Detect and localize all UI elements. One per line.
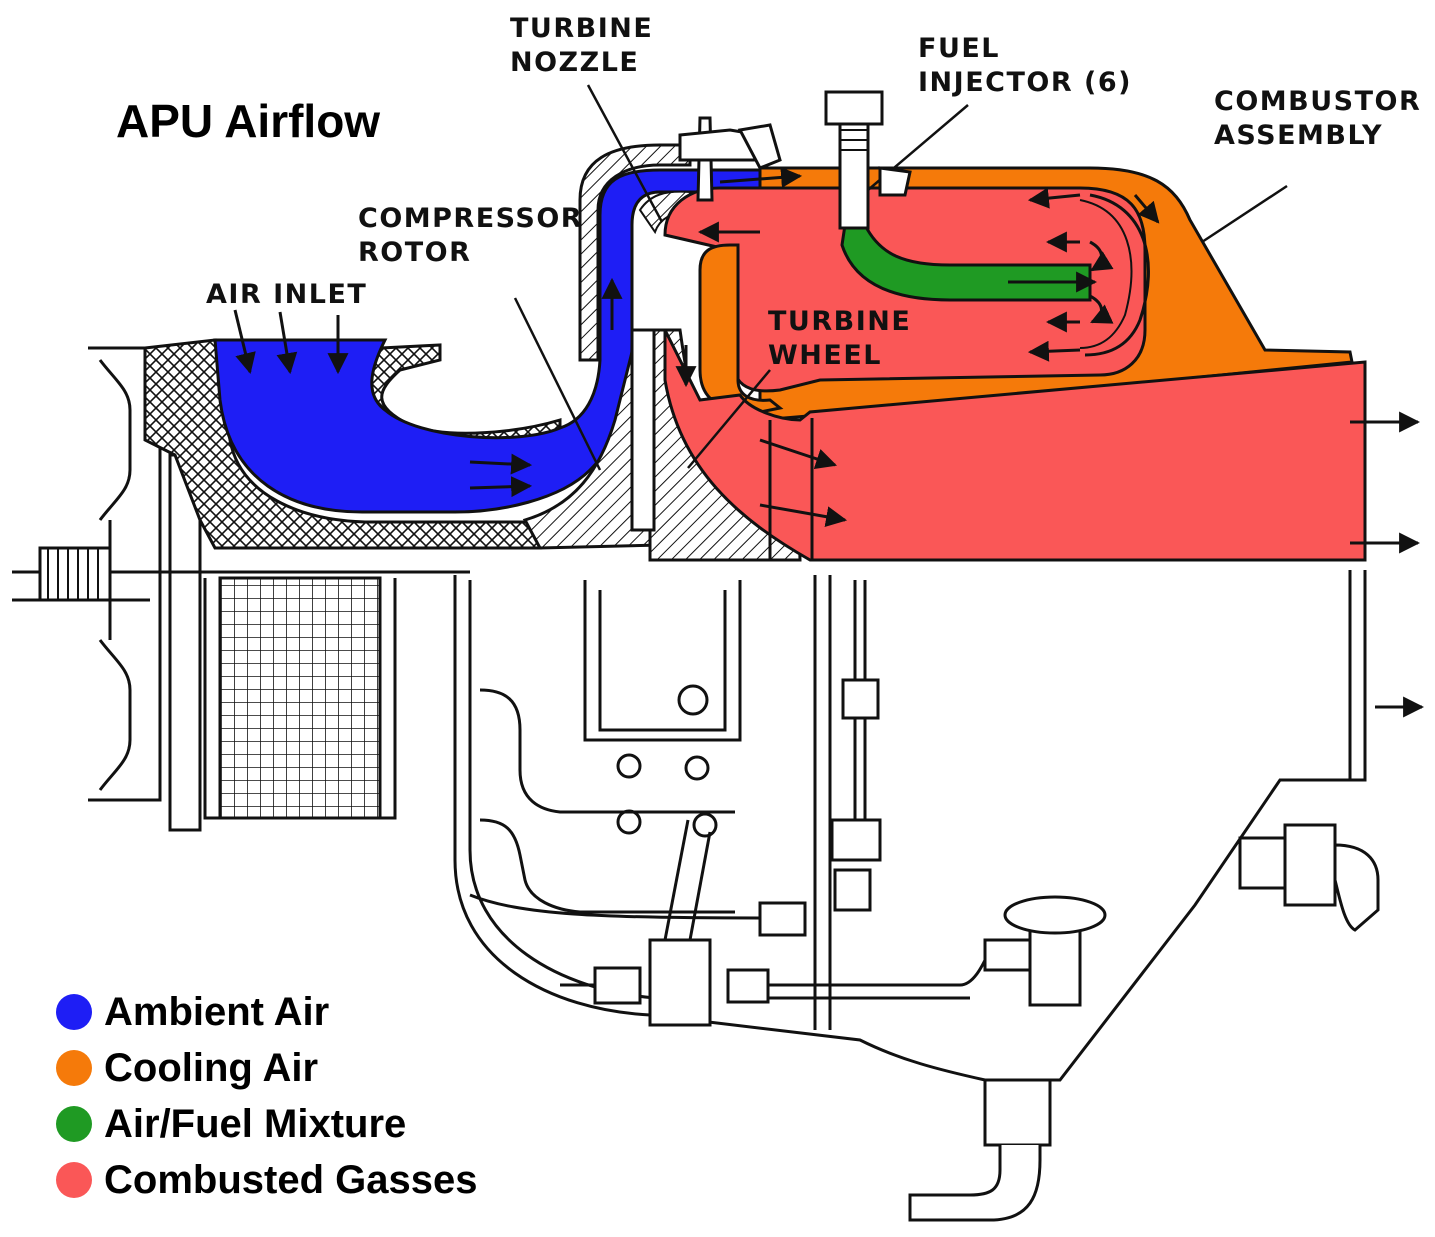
legend-swatch: [56, 1050, 92, 1086]
label-air-inlet: AIR INLET: [206, 279, 368, 310]
exhaust-duct: [663, 329, 1367, 562]
legend-swatch: [56, 1162, 92, 1198]
legend-item-combusted-gasses: Combusted Gasses: [56, 1152, 477, 1208]
legend-swatch: [56, 1106, 92, 1142]
leader-lines: [513, 84, 1288, 471]
legend-item-ambient-air: Ambient Air: [56, 984, 477, 1040]
combustor-assembly: [630, 90, 1354, 532]
flow-arrows: [233, 166, 1425, 718]
label-fuel-injector: FUEL INJECTOR (6): [918, 33, 1132, 98]
legend-item-cooling-air: Cooling Air: [56, 1040, 477, 1096]
legend-label: Ambient Air: [104, 989, 330, 1034]
gearbox-housing: [453, 570, 1367, 1082]
top-flange: [737, 123, 912, 197]
page-title: APU Airflow: [116, 95, 381, 147]
label-turbine-nozzle: TURBINE NOZZLE: [510, 13, 654, 78]
inlet-screen: [203, 576, 397, 820]
legend-label: Air/Fuel Mixture: [104, 1101, 407, 1146]
fuel-lines: [469, 580, 1380, 1222]
label-combustor-assembly: COMBUSTOR ASSEMBLY: [1214, 86, 1422, 151]
label-turbine-wheel: TURBINE WHEEL: [768, 306, 912, 371]
legend-label: Cooling Air: [104, 1045, 319, 1090]
ambient-air-path: [213, 168, 782, 514]
legend: Ambient Air Cooling Air Air/Fuel Mixture…: [56, 984, 477, 1208]
legend-swatch: [56, 994, 92, 1030]
legend-item-air-fuel-mixture: Air/Fuel Mixture: [56, 1096, 477, 1152]
legend-label: Combusted Gasses: [104, 1157, 478, 1202]
label-compressor-rotor: COMPRESSOR ROTOR: [358, 203, 584, 268]
splined-shaft: [38, 546, 112, 602]
